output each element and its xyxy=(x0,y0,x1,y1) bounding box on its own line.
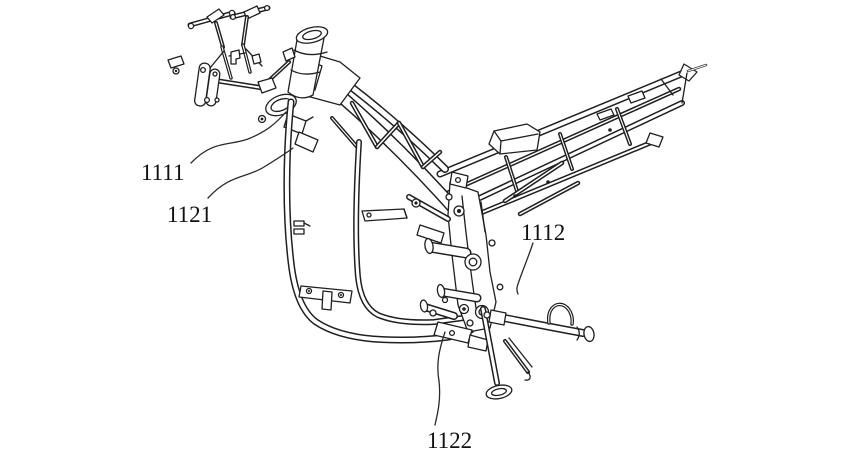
leader-line-1122 xyxy=(434,331,446,426)
ref-label-1121: 1121 xyxy=(167,202,212,227)
leader-lines xyxy=(190,111,534,426)
leader-line-1112 xyxy=(516,242,534,295)
rear-subframe xyxy=(436,63,708,225)
side-stand xyxy=(480,306,533,400)
head-tube xyxy=(282,26,329,99)
cradle-downtubes xyxy=(283,98,475,344)
lower-mount-cluster xyxy=(419,296,489,352)
pivot-plate-cluster xyxy=(406,171,504,333)
footrest-bar xyxy=(488,302,595,343)
ref-label-1112: 1112 xyxy=(521,220,565,245)
ref-label-1111: 1111 xyxy=(141,160,184,185)
leader-line-1121 xyxy=(207,147,294,199)
leader-line-1111 xyxy=(190,111,287,164)
ref-label-1122: 1122 xyxy=(427,428,472,453)
reference-labels: 1111 1121 1112 1122 xyxy=(141,160,565,453)
front-stay-assembly xyxy=(167,4,291,107)
